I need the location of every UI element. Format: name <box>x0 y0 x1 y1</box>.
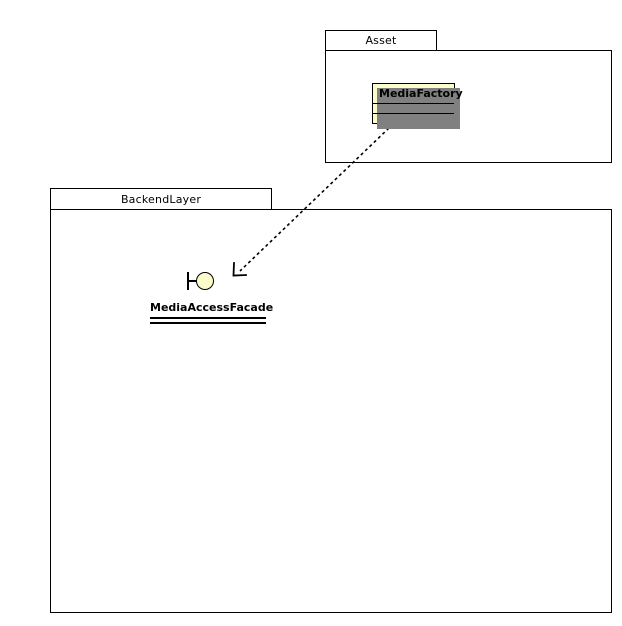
class-shadow <box>377 88 460 129</box>
package-tab-asset[interactable]: Asset <box>325 30 437 51</box>
class-attributes-compartment <box>373 104 454 114</box>
interface-underline-secondary <box>150 322 266 324</box>
package-label-backendlayer: BackendLayer <box>120 192 202 206</box>
class-operations-compartment <box>373 114 454 124</box>
interface-ball-icon <box>196 272 214 290</box>
interface-socket-stem <box>188 280 197 282</box>
interface-lollipop-mediaaccessfacade[interactable] <box>187 272 215 290</box>
package-tab-backendlayer[interactable]: BackendLayer <box>50 188 272 210</box>
package-body-asset[interactable] <box>325 50 612 163</box>
package-label-asset: Asset <box>365 34 397 47</box>
interface-label-mediaaccessfacade: MediaAccessFacade <box>150 301 274 314</box>
interface-underline-primary <box>150 317 266 319</box>
class-box-mediafactory[interactable]: MediaFactory <box>372 83 463 129</box>
class-name-mediafactory: MediaFactory <box>373 84 463 104</box>
package-body-backendlayer[interactable] <box>50 209 612 613</box>
